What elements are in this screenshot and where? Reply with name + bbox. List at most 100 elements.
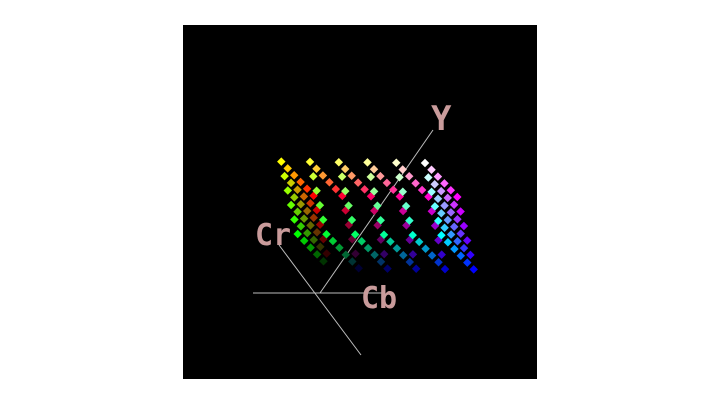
color-point [453,214,462,224]
color-point [401,201,411,211]
color-point [293,207,302,217]
color-point [433,216,443,226]
color-point [370,250,379,260]
color-point [306,221,315,230]
color-point [312,228,322,237]
color-point [296,199,306,209]
color-point [376,171,385,181]
color-cloud-scene: Y Cr Cb [253,99,478,356]
color-point [347,171,356,181]
color-point [302,206,312,216]
color-point [389,185,398,194]
color-point [376,257,386,266]
color-point [373,201,382,211]
color-point [379,230,389,240]
color-point [344,201,353,210]
color-point [436,186,446,196]
color-point [450,244,459,254]
color-point [369,165,379,174]
color-point [433,194,443,203]
color-point [427,187,436,197]
color-point [286,178,296,188]
color-point [420,158,430,168]
color-point [277,157,286,166]
color-point [347,215,357,225]
color-point [309,213,318,223]
color-point [414,237,424,247]
color-point [337,172,347,181]
color-point [280,171,289,181]
cr-axis-line [278,244,362,356]
color-point [398,187,408,196]
color-point [463,258,472,267]
color-point [299,192,309,201]
color-point [446,230,456,239]
color-point [309,235,319,245]
color-point [411,264,421,274]
color-point [379,249,389,259]
color-point [421,244,430,253]
color-point [427,251,437,260]
color-point [456,251,466,261]
color-point [392,244,402,253]
cb-axis-label: Cb [361,281,397,316]
color-point [405,216,414,225]
color-point [312,164,321,173]
color-point [443,215,453,225]
color-point [437,250,446,259]
color-point [318,171,328,180]
color-point [437,208,446,218]
color-point [446,185,456,195]
color-point [331,184,341,194]
color-point [289,170,299,180]
color-points-group [277,157,478,274]
color-point [449,222,459,232]
color-point [404,172,414,181]
color-point [312,250,322,259]
color-point [325,178,334,187]
color-point [369,187,379,196]
color-point [440,264,450,274]
color-point [469,265,478,274]
color-point [350,230,360,239]
color-point [283,186,293,195]
color-point [408,230,417,240]
color-point [453,192,462,202]
color-point [443,193,452,203]
color-point [293,229,302,239]
color-point [440,223,449,232]
color-point [417,185,427,195]
color-point [296,177,305,187]
color-point [322,249,331,258]
color-point [306,243,315,252]
color-point [459,243,469,253]
color-point [466,250,475,260]
color-point [302,184,312,194]
color-point [424,173,433,182]
color-point [462,236,472,245]
color-point [366,172,376,182]
color-point [283,164,292,173]
color-point [299,214,309,223]
color-point [286,200,296,210]
color-point [405,257,415,267]
color-point [456,229,465,238]
color-point [449,200,459,209]
color-point [446,208,456,217]
color-point [293,185,302,194]
color-point [430,202,440,211]
color-point [430,180,439,189]
color-point [309,172,318,181]
color-point [440,179,449,188]
color-point [395,172,404,182]
color-point [398,165,407,174]
y-axis-label: Y [431,99,452,139]
color-point [434,258,443,267]
color-point [353,178,363,187]
color-point [443,237,453,247]
color-point [427,165,436,175]
color-point [299,236,309,246]
color-point [341,250,351,259]
color-point [318,215,328,225]
color-point [348,257,357,266]
